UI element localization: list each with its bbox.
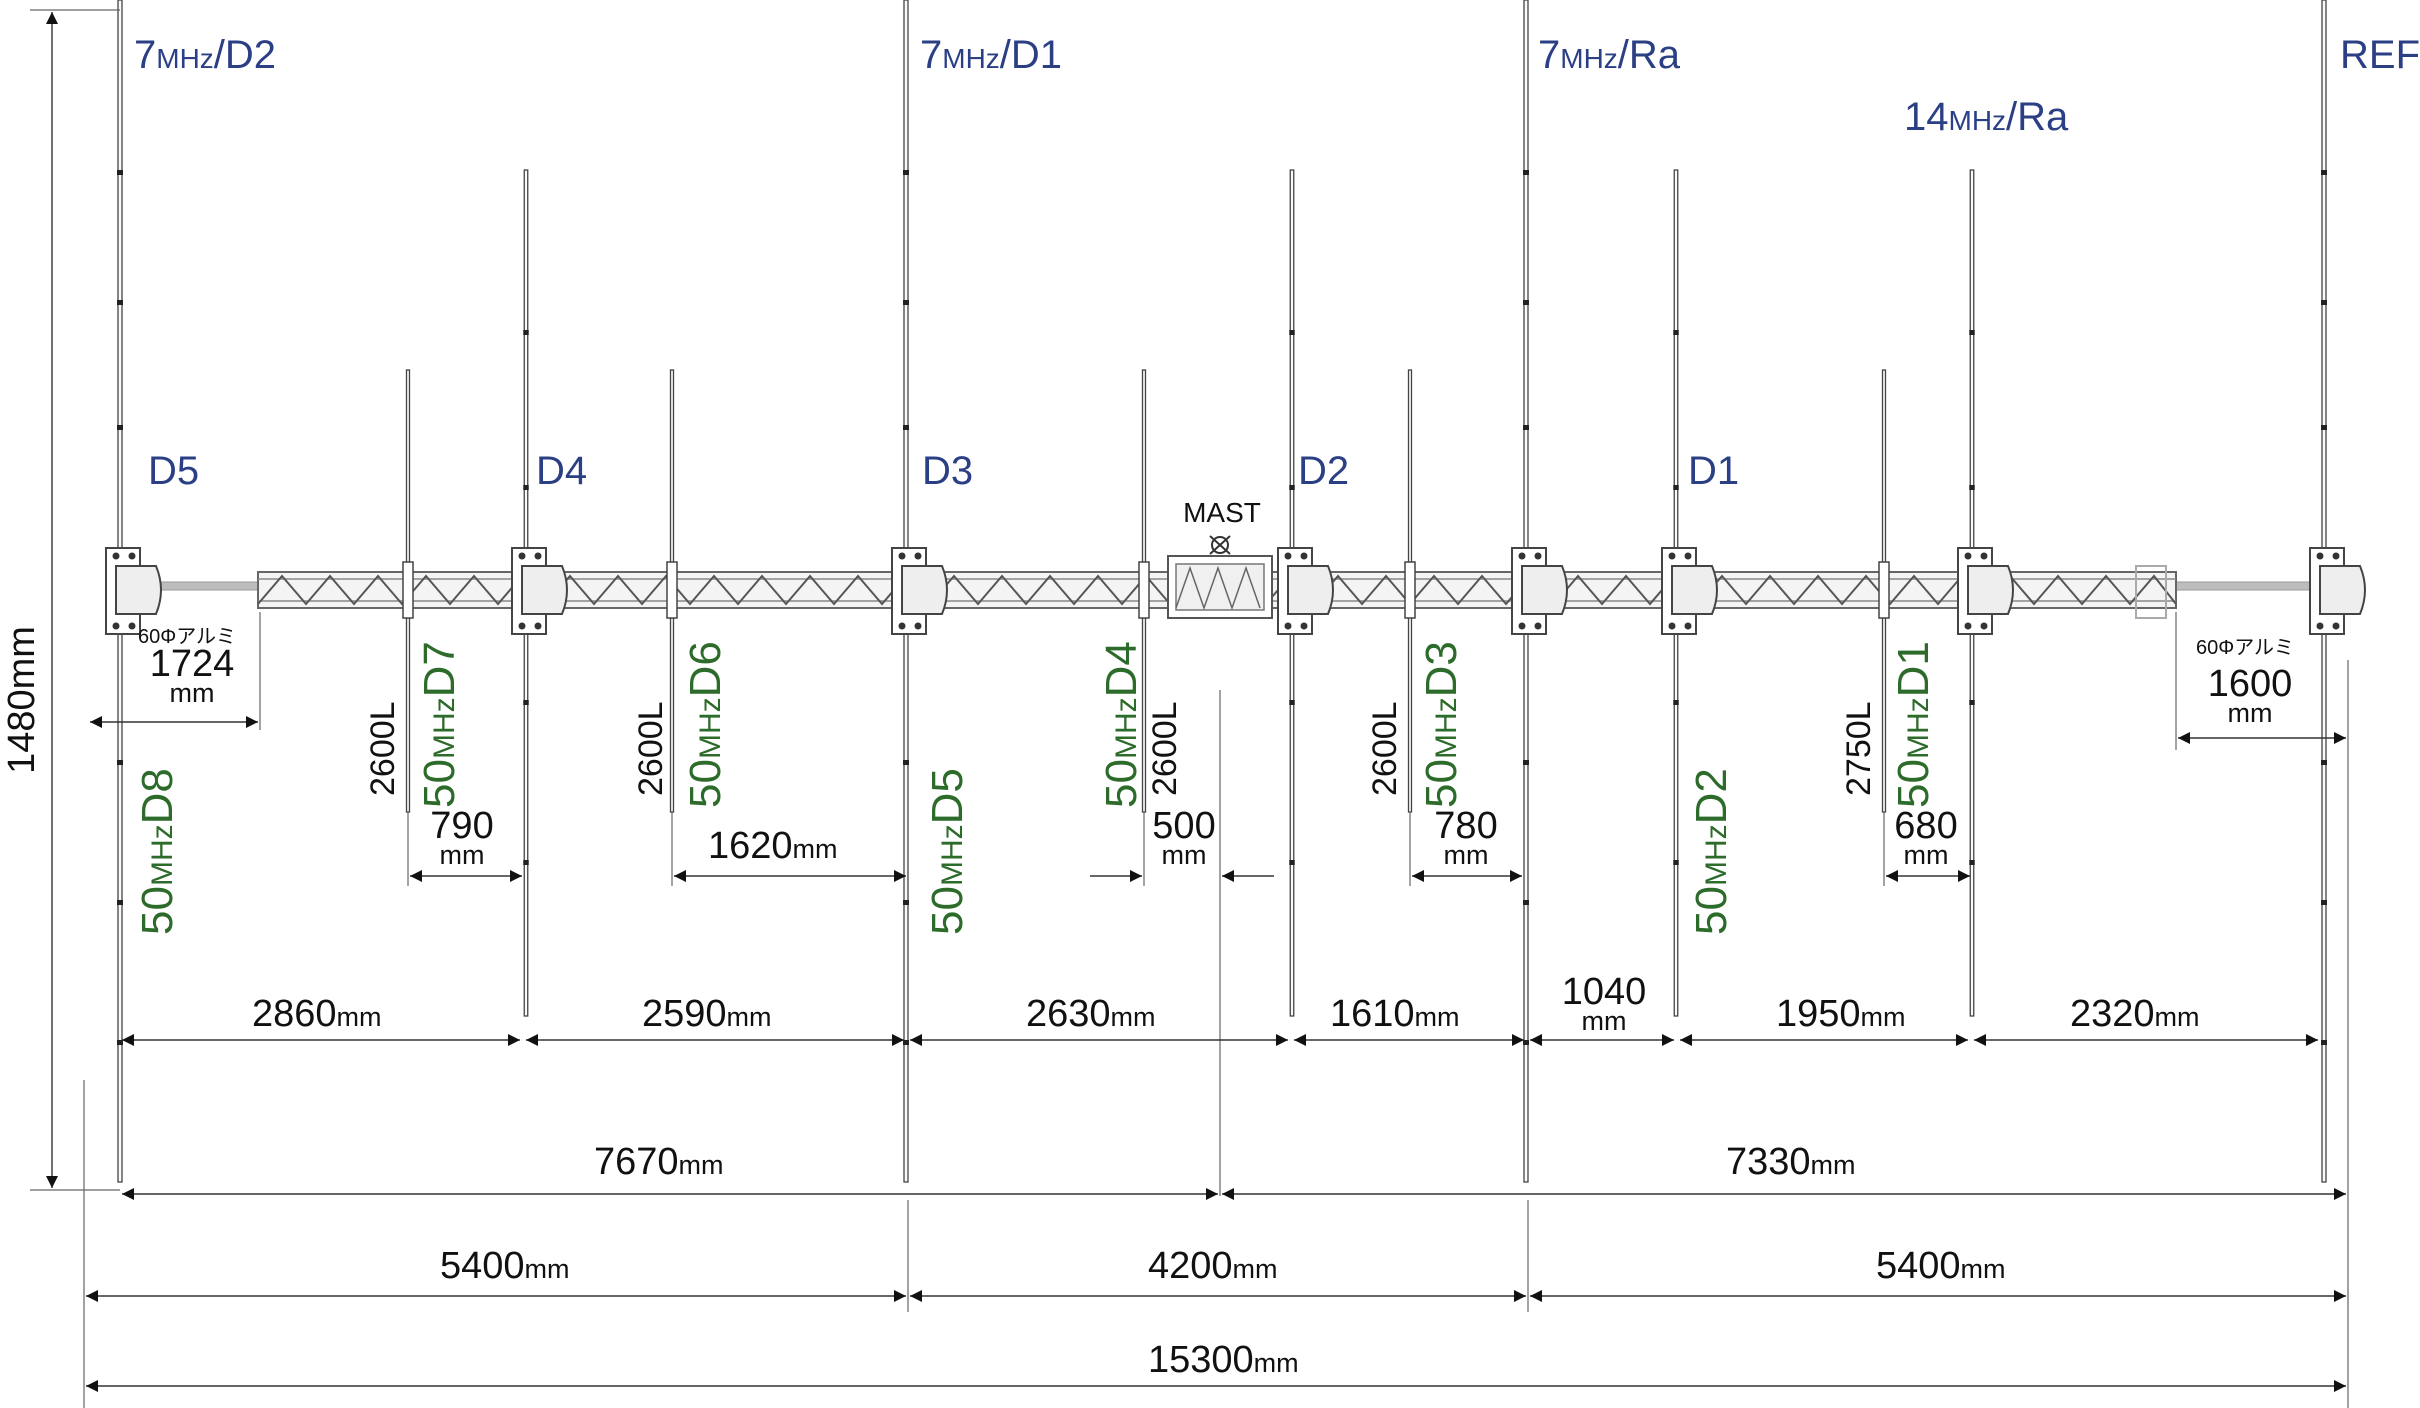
label-50mhz-d7: 50MHzD7	[415, 641, 464, 808]
dim-2630: 2630mm	[1026, 993, 1156, 1035]
tip-left-unit: mm	[170, 678, 215, 708]
length-d1: 2750L	[1840, 701, 1878, 796]
dim-5400-left: 5400mm	[440, 1245, 570, 1287]
spacing-790-unit: mm	[440, 840, 485, 870]
element-length-notes: 2600L 2600L 2600L 2600L 2750L	[364, 701, 1878, 796]
tip-right-value: 1600	[2208, 663, 2293, 705]
spacing-780: 780	[1434, 805, 1497, 847]
label-50mhz-d3: 50MHzD3	[1417, 641, 1466, 808]
six-element-clamp	[666, 561, 678, 619]
spacing-680-unit: mm	[1904, 840, 1949, 870]
dim-2590: 2590mm	[642, 993, 772, 1035]
boom-tip-left: 60Φアルミ 1724 mm	[90, 612, 261, 730]
six-element-clamp	[1404, 561, 1416, 619]
dim-1040-unit: mm	[1582, 1006, 1627, 1036]
element-clamp	[1957, 547, 2014, 635]
label-50mhz-d6: 50MHzD6	[681, 641, 730, 808]
tip-right-note: 60Φアルミ	[2196, 637, 2294, 659]
element-clamp	[105, 547, 162, 635]
tip-left-note: 60Φアルミ	[138, 626, 236, 648]
dim-1950: 1950mm	[1776, 993, 1906, 1035]
label-d2: D2	[1298, 449, 1349, 493]
length-d4: 2600L	[1146, 701, 1184, 796]
row1-dims: 2860mm 2590mm 2630mm 1610mm 1040 mm 1950…	[122, 971, 2318, 1046]
dim-2860: 2860mm	[252, 993, 382, 1035]
spacing-780-unit: mm	[1444, 840, 1489, 870]
dim-5400-right: 5400mm	[1876, 1245, 2006, 1287]
six-element-clamp	[1138, 561, 1150, 619]
dim-2320: 2320mm	[2070, 993, 2200, 1035]
dim-4200: 4200mm	[1148, 1245, 1278, 1287]
tip-left-value: 1724	[150, 643, 235, 685]
dim-1610: 1610mm	[1330, 993, 1460, 1035]
label-d1: D1	[1688, 449, 1739, 493]
element-clamp	[2309, 547, 2366, 635]
label-d5: D5	[148, 449, 199, 493]
label-d3: D3	[922, 449, 973, 493]
length-d7: 2600L	[364, 701, 402, 796]
height-dimension: 1480mm	[1, 9, 120, 1191]
dim-7670: 7670mm	[594, 1141, 724, 1183]
spacing-500: 500	[1152, 805, 1215, 847]
element-clamp	[511, 547, 568, 635]
dim-15300: 15300mm	[1148, 1339, 1299, 1381]
label-7mhz-d1: 7MHz/D1	[920, 33, 1062, 77]
six-labels: 50MHzD8 50MHzD7 50MHzD6 50MHzD5 50MHzD4 …	[133, 641, 1938, 935]
element-clamp	[1511, 547, 1568, 635]
tip-right-unit: mm	[2228, 698, 2273, 728]
fourteen-labels: D5 D4 D3 D2 D1	[148, 449, 1739, 493]
boom-tip-right: 60Φアルミ 1600 mm	[2175, 612, 2349, 1408]
dim-1040: 1040	[1562, 971, 1647, 1013]
six-spacing-dims: 790 mm 1620mm 500 mm 780 mm 680 mm	[407, 690, 1970, 1196]
label-50mhz-d5: 50MHzD5	[923, 768, 972, 935]
label-50mhz-d2: 50MHzD2	[1687, 768, 1736, 935]
length-d3: 2600L	[1366, 701, 1404, 796]
mast-plate: MAST	[1167, 497, 1273, 619]
element-clamp	[891, 547, 948, 635]
label-14mhz-ra: 14MHz/Ra	[1904, 95, 2069, 139]
length-d6: 2600L	[632, 701, 670, 796]
mast-label: MAST	[1183, 497, 1261, 528]
spacing-1620: 1620mm	[708, 825, 838, 867]
element-clamp	[1661, 547, 1718, 635]
element-clamp	[1277, 547, 1334, 635]
height-label: 1480mm	[1, 626, 43, 774]
row2-dims: 7670mm 7330mm	[83, 1080, 2346, 1408]
label-d4: D4	[536, 449, 587, 493]
spacing-790: 790	[430, 805, 493, 847]
spacing-500-unit: mm	[1162, 840, 1207, 870]
label-7mhz-d2: 7MHz/D2	[134, 33, 276, 77]
label-50mhz-d1: 50MHzD1	[1889, 641, 1938, 808]
total-dim: 15300mm	[86, 1339, 2346, 1392]
band-labels: 7MHz/D2 7MHz/D1 7MHz/Ra 14MHz/Ra REF	[134, 33, 2420, 139]
six-element-clamp	[1878, 561, 1890, 619]
row3-dims: 5400mm 4200mm 5400mm	[86, 1200, 2346, 1312]
six-element-clamp	[402, 561, 414, 619]
dim-7330: 7330mm	[1726, 1141, 1856, 1183]
label-ref: REF	[2340, 33, 2420, 77]
label-50mhz-d4: 50MHzD4	[1097, 641, 1146, 808]
spacing-680: 680	[1894, 805, 1957, 847]
element-clamps	[105, 547, 2366, 635]
label-7mhz-ra: 7MHz/Ra	[1538, 33, 1681, 77]
label-50mhz-d8: 50MHzD8	[133, 768, 182, 935]
